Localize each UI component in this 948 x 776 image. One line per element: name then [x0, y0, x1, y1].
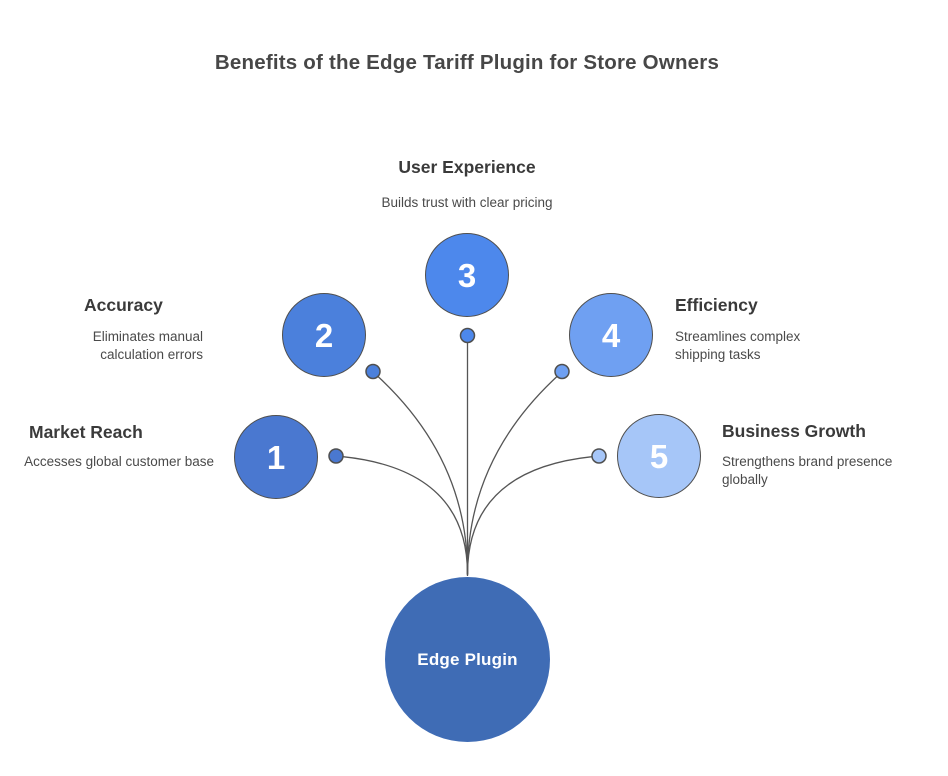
market-reach-number: 1 [266, 438, 286, 476]
business-growth-description: Strengthens brand presence globally [722, 454, 893, 487]
accuracy-circle: 2 [282, 293, 366, 377]
accuracy-number: 2 [314, 316, 334, 354]
connector-line-5 [466, 456, 593, 576]
accuracy-title: Accuracy [84, 295, 163, 315]
market-reach-circle: 1 [234, 415, 318, 499]
user-experience-number: 3 [457, 256, 477, 294]
connector-dot-3 [459, 327, 476, 344]
market-reach-title: Market Reach [29, 422, 143, 442]
efficiency-number: 4 [601, 316, 621, 354]
user-experience-description: Builds trust with clear pricing [381, 195, 553, 210]
center-label: Edge Plugin [417, 649, 518, 669]
connector-dots [328, 327, 607, 464]
efficiency-title: Efficiency [675, 295, 758, 315]
connector-line-2 [377, 376, 469, 575]
efficiency-description: Streamlines complex shipping tasks [675, 329, 801, 362]
connector-line-1 [342, 456, 469, 576]
connector-dot-2 [365, 363, 381, 380]
connector-line-4 [466, 376, 558, 575]
efficiency-circle: 4 [569, 293, 653, 377]
connector-dot-4 [554, 363, 570, 380]
connector-dot-5 [591, 448, 607, 464]
connector-dot-1 [328, 448, 344, 464]
user-experience-title: User Experience [398, 157, 536, 177]
business-growth-title: Business Growth [722, 421, 866, 441]
business-growth-number: 5 [649, 437, 669, 475]
accuracy-description: Eliminates manual calculation errors [92, 329, 203, 362]
page-title: Benefits of the Edge Tariff Plugin for S… [214, 51, 720, 74]
center-circle: Edge Plugin [385, 577, 550, 742]
user-experience-circle: 3 [425, 233, 509, 317]
market-reach-description: Accesses global customer base [24, 454, 214, 469]
business-growth-circle: 5 [617, 414, 701, 498]
connector-curves [342, 342, 593, 576]
